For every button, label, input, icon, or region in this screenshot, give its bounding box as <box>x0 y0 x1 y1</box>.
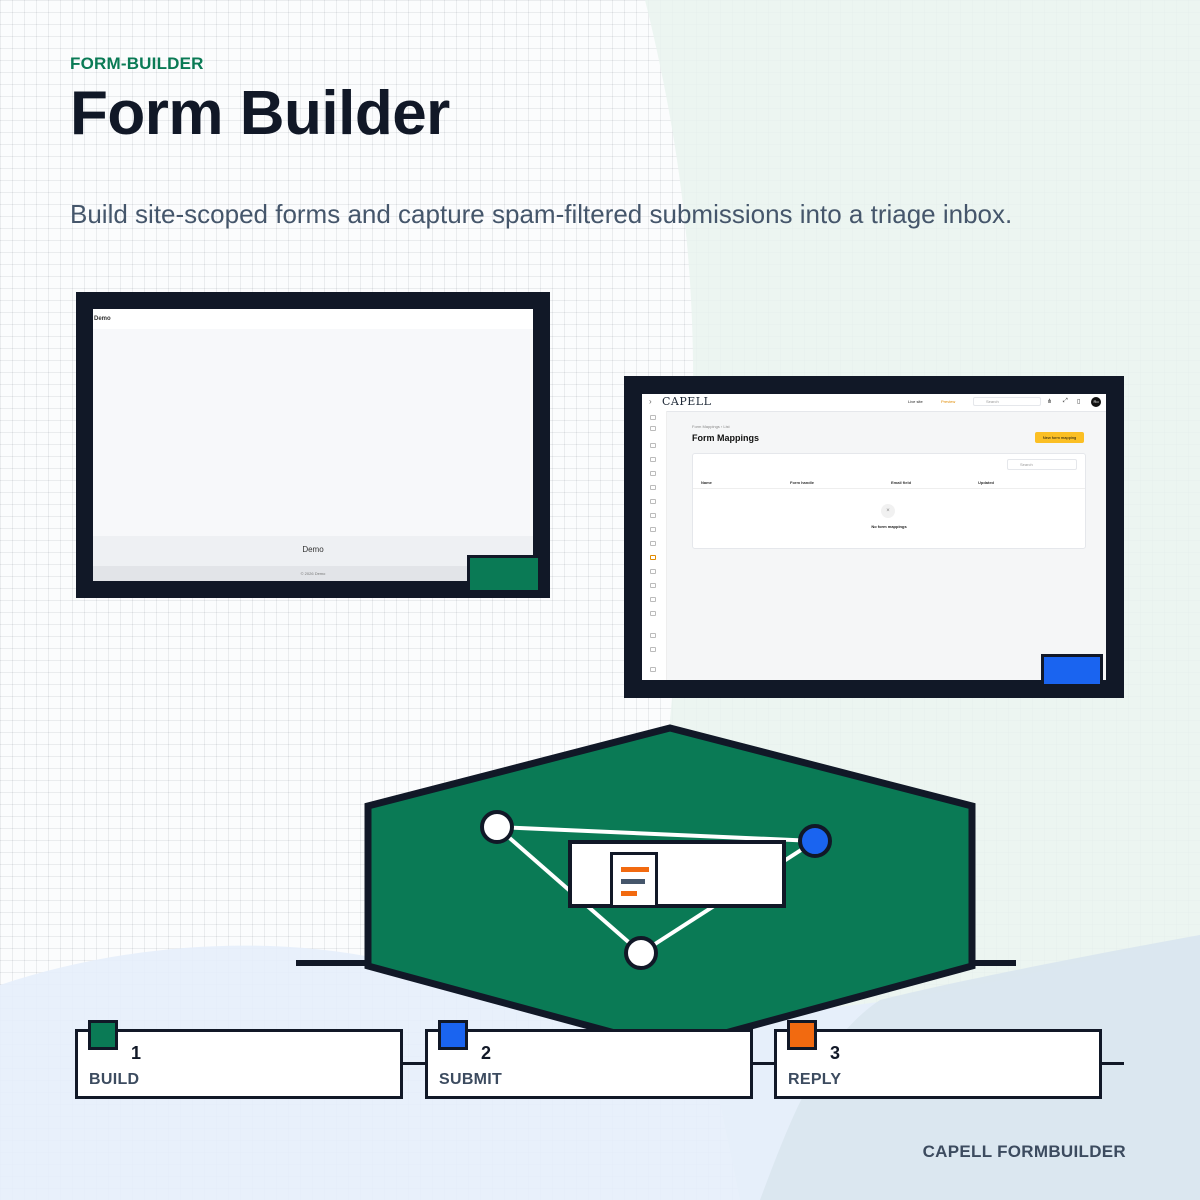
form-icon[interactable] <box>650 555 656 560</box>
share-icon[interactable]: ⋔ <box>1047 399 1053 405</box>
column-header-updated[interactable]: Updated <box>978 480 994 485</box>
new-form-mapping-button[interactable]: New form mapping <box>1035 432 1084 443</box>
admin-page-title: Form Mappings <box>692 433 759 443</box>
step-marker-blue <box>438 1020 468 1050</box>
step-build: 1 BUILD <box>75 1020 403 1099</box>
expand-icon[interactable]: ⤢ <box>1063 398 1068 404</box>
demo-site-header: Demo <box>93 309 533 329</box>
demo-copyright: © 2026 Demo <box>93 566 533 581</box>
pin-icon[interactable] <box>650 471 656 476</box>
form-line-icon <box>621 867 649 872</box>
live-site-link[interactable]: Live site <box>908 399 923 404</box>
step-marker-orange <box>787 1020 817 1050</box>
box-icon[interactable] <box>650 426 656 431</box>
step-label: REPLY <box>788 1071 842 1088</box>
upload-icon[interactable] <box>650 597 656 602</box>
envelope-icon[interactable] <box>650 499 656 504</box>
admin-sidebar <box>642 411 667 680</box>
node-white-top-left <box>480 810 514 844</box>
preview-link[interactable]: Preview <box>941 399 956 404</box>
megaphone-icon[interactable] <box>650 443 656 448</box>
step-reply: 3 REPLY <box>774 1020 1102 1099</box>
step-label: BUILD <box>89 1071 140 1088</box>
eyebrow-label: FORM-BUILDER <box>70 54 204 73</box>
page-title: Form Builder <box>70 79 450 148</box>
trash-icon[interactable]: ▯ <box>1077 399 1081 405</box>
camera-icon[interactable] <box>650 583 656 588</box>
globe-icon[interactable] <box>650 513 656 518</box>
archive-icon[interactable] <box>650 633 656 638</box>
edge-top <box>496 825 816 843</box>
demo-site-screen: Demo Demo © 2026 Demo <box>93 309 533 581</box>
step-number: 3 <box>830 1043 841 1063</box>
step-number: 2 <box>481 1043 492 1063</box>
column-header-email-field[interactable]: Email field <box>891 480 912 485</box>
avatar[interactable]: Ro <box>1091 397 1101 407</box>
step-connector <box>401 1062 428 1065</box>
step-connector <box>1100 1062 1124 1065</box>
list-icon[interactable] <box>650 527 656 532</box>
table-divider <box>693 488 1085 489</box>
green-badge <box>467 555 541 593</box>
step-label: SUBMIT <box>439 1071 503 1088</box>
form-document-icon <box>610 852 658 908</box>
chart-icon[interactable] <box>650 485 656 490</box>
screenshot-demo-site: Demo Demo © 2026 Demo <box>76 292 550 598</box>
demo-site-name: Demo <box>94 316 111 322</box>
footer-brand: CAPELL FORMBUILDER <box>922 1142 1126 1161</box>
label-icon[interactable] <box>650 569 656 574</box>
settings-icon[interactable] <box>650 667 656 672</box>
column-header-name[interactable]: Name <box>701 480 712 485</box>
demo-footer-name: Demo <box>302 545 324 554</box>
document-icon[interactable] <box>650 457 656 462</box>
node-white-bottom <box>624 936 658 970</box>
page-subtitle: Build site-scoped forms and capture spam… <box>70 199 1013 229</box>
refresh-icon[interactable] <box>650 611 656 616</box>
form-line-icon <box>621 891 637 896</box>
capell-admin-screen: › CAPELL Live site Preview Search ⋔ ⤢ ▯ … <box>642 394 1106 680</box>
close-icon: × <box>881 504 895 518</box>
form-mappings-table: Search Name Form handle Email field Upda… <box>692 453 1086 549</box>
table-search-input[interactable]: Search <box>1007 459 1077 470</box>
step-marker-green <box>88 1020 118 1050</box>
link-icon[interactable] <box>650 647 656 652</box>
admin-topbar: › CAPELL Live site Preview Search ⋔ ⤢ ▯ … <box>642 394 1106 412</box>
blue-badge <box>1041 654 1103 687</box>
column-header-form-handle[interactable]: Form handle <box>790 480 815 485</box>
chevron-right-icon[interactable]: › <box>649 397 652 406</box>
breadcrumb[interactable]: Form Mappings › List <box>692 424 730 429</box>
mail-icon[interactable] <box>650 415 656 420</box>
screenshot-capell-admin: › CAPELL Live site Preview Search ⋔ ⤢ ▯ … <box>624 376 1124 698</box>
demo-site-footer: Demo <box>93 536 533 566</box>
empty-state-text: No form mappings <box>871 524 907 529</box>
step-submit: 2 SUBMIT <box>425 1020 753 1099</box>
admin-search-input[interactable]: Search <box>973 397 1041 406</box>
capell-logo[interactable]: CAPELL <box>662 395 712 408</box>
form-card <box>568 840 786 908</box>
tag-icon[interactable] <box>650 541 656 546</box>
step-number: 1 <box>131 1043 142 1063</box>
node-blue-right <box>798 824 832 858</box>
step-connector <box>750 1062 777 1065</box>
form-line-icon <box>621 879 645 884</box>
